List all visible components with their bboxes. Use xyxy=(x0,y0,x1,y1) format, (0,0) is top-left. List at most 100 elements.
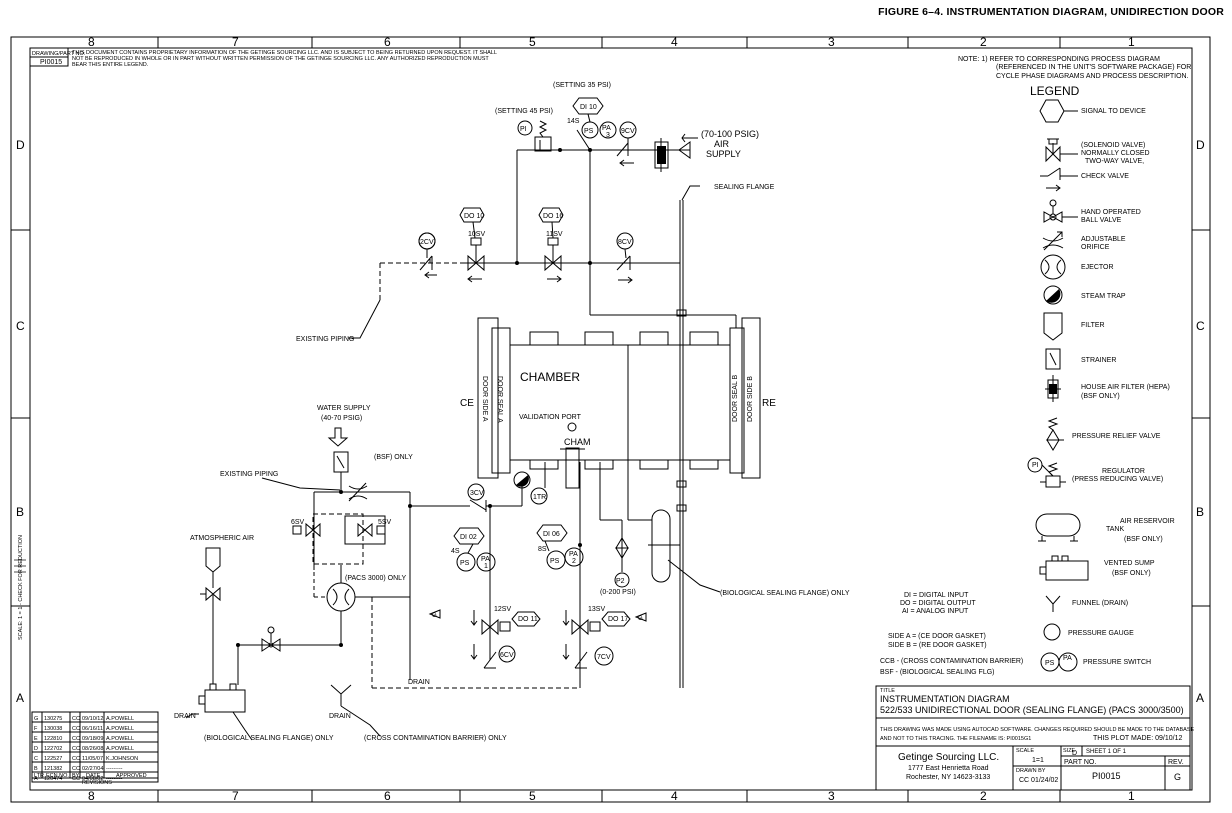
zone-bottom-6: 6 xyxy=(384,789,391,803)
legend-strainer: STRAINER xyxy=(1081,357,1116,364)
legend-sump-1: VENTED SUMP xyxy=(1104,560,1155,567)
legend-gauge: PRESSURE GAUGE xyxy=(1068,630,1134,637)
revision-cell-ltr: D xyxy=(34,746,38,752)
abbrev-side-b: SIDE B = (RE DOOR GASKET) xyxy=(888,642,987,649)
legend-ps-text: PS xyxy=(1045,660,1055,667)
proprietary-notice-3: BEAR THIS ENTIRE LEGEND. xyxy=(72,62,149,68)
cv9-label: 9CV xyxy=(621,128,635,135)
s8-label: 8S xyxy=(538,546,547,553)
pa1-label: PA xyxy=(481,556,490,563)
g-marker-1: G xyxy=(432,613,437,619)
revision-cell-date: 06/16/11 xyxy=(82,726,103,732)
proprietary-notice-2: NOT BE REPRODUCED IN WHOLE OR IN PART WI… xyxy=(72,56,489,62)
autocad-note-1: THIS DRAWING WAS MADE USING AUTOCAD SOFT… xyxy=(880,727,1194,733)
note-line-1: NOTE: 1) REFER TO CORRESPONDING PROCESS … xyxy=(958,56,1160,63)
zone-left-d: D xyxy=(16,138,25,152)
drain-label-3: DRAIN xyxy=(329,713,351,720)
legend-signal: SIGNAL TO DEVICE xyxy=(1081,108,1146,115)
pi-label: PI xyxy=(520,126,527,133)
door-seal-b-label: DOOR SEAL B xyxy=(732,374,739,422)
revision-cell-by: CC xyxy=(72,776,80,782)
sv12-label: 12SV xyxy=(494,606,511,613)
rev-caption: REVISIONS xyxy=(82,780,112,786)
legend-tank-2: TANK xyxy=(1106,526,1124,533)
rev-header-by: BY xyxy=(72,773,80,779)
legend-ejector: EJECTOR xyxy=(1081,264,1114,271)
cv7-label: 7CV xyxy=(597,654,611,661)
rev-header-ltr: LTR xyxy=(34,773,44,779)
legend-pa-text: PA xyxy=(1063,655,1072,662)
outer-border xyxy=(10,36,1211,803)
drawn-by-label: DRAWN BY xyxy=(1016,768,1046,774)
drain-label-2: DRAIN xyxy=(174,713,196,720)
revision-cell-by: CC xyxy=(72,746,80,752)
drawing-no-value: PI0015 xyxy=(40,59,62,66)
revision-cell-appr: K.JOHNSON xyxy=(106,756,138,762)
p2-range: (0-200 PSI) xyxy=(600,589,636,596)
proprietary-notice-1: THIS DOCUMENT CONTAINS PROPRIETARY INFOR… xyxy=(72,50,497,56)
sealing-flange-label: SEALING FLANGE xyxy=(714,184,775,191)
revision-cell-appr: --------- xyxy=(106,776,123,782)
drawn-by-value: CC 01/24/02 xyxy=(1019,777,1058,784)
inner-border xyxy=(29,47,1193,791)
zone-top-7: 7 xyxy=(232,35,239,49)
figure-title: FIGURE 6–4. INSTRUMENTATION DIAGRAM, UNI… xyxy=(878,6,1224,18)
sv5-label: 5SV xyxy=(378,519,392,526)
di06-label: DI 06 xyxy=(543,531,560,538)
zone-right-c: C xyxy=(1196,319,1205,333)
door-side-b-label: DOOR SIDE B xyxy=(747,376,754,422)
pa2-label: PA xyxy=(569,551,578,558)
revision-cell-no: 130038 xyxy=(44,726,62,732)
note-line-3: CYCLE PHASE DIAGRAMS AND PROCESS DESCRIP… xyxy=(996,73,1189,80)
existing-piping-label-1: EXISTING PIPING xyxy=(296,336,354,343)
zone-bottom-7: 7 xyxy=(232,789,239,803)
sv13-label: 13SV xyxy=(588,606,605,613)
zone-right-b: B xyxy=(1196,505,1204,519)
atmospheric-label: ATMOSPHERIC AIR xyxy=(190,535,254,542)
legend-sump-2: (BSF ONLY) xyxy=(1112,570,1151,577)
di02-label: DI 02 xyxy=(460,534,477,541)
zone-left-a: A xyxy=(16,691,24,705)
abbrev-di: DI = DIGITAL INPUT xyxy=(904,592,969,599)
title-line-2: 522/533 UNIDIRECTIONAL DOOR (SEALING FLA… xyxy=(880,705,1184,715)
revision-cell-ltr: B xyxy=(34,766,38,772)
legend-pi-text: PI xyxy=(1032,462,1039,469)
revision-cell-no: 122810 xyxy=(44,736,62,742)
size-value: D xyxy=(1072,750,1077,757)
revision-cell-date: 02/27/04 xyxy=(82,766,103,772)
scale-value: 1=1 xyxy=(1032,757,1044,764)
revision-cell-no: 121382 xyxy=(44,766,62,772)
title-label: TITLE xyxy=(880,688,895,694)
zone-bottom-3: 3 xyxy=(828,789,835,803)
legend-steam-trap: STEAM TRAP xyxy=(1081,293,1126,300)
revision-cell-ltr: F xyxy=(34,726,38,732)
sv10-label: 10SV xyxy=(468,231,485,238)
revision-cell-by: CC xyxy=(72,766,80,772)
bio-flange-label-1: (BIOLOGICAL SEALING FLANGE) ONLY xyxy=(720,590,850,597)
revision-cell-appr: --------- xyxy=(106,766,123,772)
existing-piping-label-2: EXISTING PIPING xyxy=(220,471,278,478)
zone-top-4: 4 xyxy=(671,35,678,49)
revision-cell-appr: A.POWELL xyxy=(106,746,134,752)
air-psig-label: (70-100 PSIG) xyxy=(701,129,759,139)
chamber-body xyxy=(509,344,731,461)
bsf-only-label: (BSF) ONLY xyxy=(374,454,413,461)
legend-regulator-1: REGULATOR xyxy=(1102,468,1145,475)
company-name: Getinge Sourcing LLC. xyxy=(898,752,999,763)
revision-cell-no: 120474 xyxy=(44,776,62,782)
legend-orifice-1: ADJUSTABLE xyxy=(1081,236,1126,243)
company-address-1: 1777 East Henrietta Road xyxy=(908,765,989,772)
zone-bottom-5: 5 xyxy=(529,789,536,803)
validation-port-label: VALIDATION PORT xyxy=(519,414,582,421)
do17-label: DO 17 xyxy=(608,616,628,623)
legend-ball-2: BALL VALVE xyxy=(1081,217,1122,224)
zone-top-3: 3 xyxy=(828,35,835,49)
company-address-2: Rochester, NY 14623-3133 xyxy=(906,774,990,781)
revision-cell-ltr: A xyxy=(34,776,38,782)
legend-orifice-2: ORIFICE xyxy=(1081,244,1110,251)
legend-ball-1: HAND OPERATED xyxy=(1081,209,1141,216)
autocad-note-2: AND NOT TO THIS TRACING. THE FILENAME IS… xyxy=(880,736,1031,742)
pa3-label: PA xyxy=(602,125,611,132)
revision-cell-appr: A.POWELL xyxy=(106,716,134,722)
